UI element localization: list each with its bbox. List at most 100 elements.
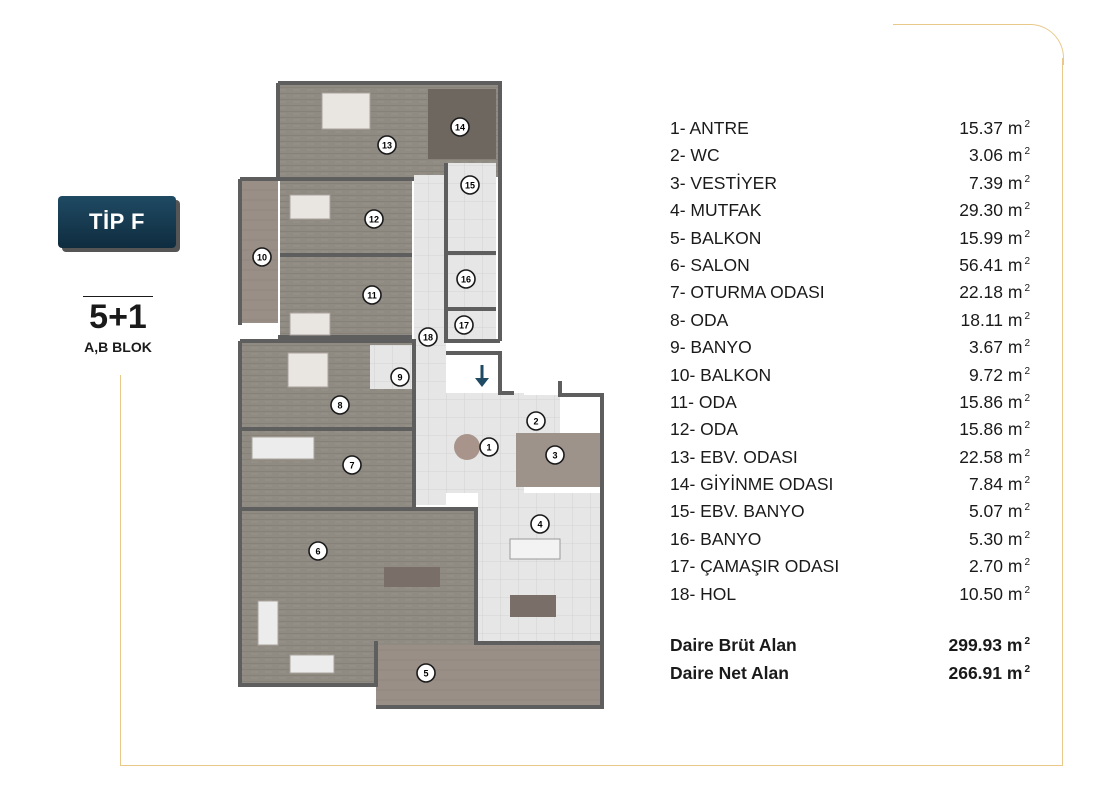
room-marker-number: 10 [257, 253, 267, 263]
room-marker: 16 [456, 269, 476, 289]
room-marker-number: 13 [382, 141, 392, 151]
room-marker-number: 1 [486, 443, 491, 453]
frame-corner-top-right [893, 24, 1064, 65]
gross-area-label: Daire Brüt Alan [670, 635, 797, 656]
room-marker-number: 4 [537, 520, 542, 530]
type-badge-label: TİP F [58, 196, 176, 248]
room-marker: 12 [364, 209, 384, 229]
room-label: 13- EBV. ODASI [670, 446, 798, 467]
entry-arrow-icon [475, 365, 489, 387]
room-marker: 5 [416, 663, 436, 683]
room-marker-number: 7 [349, 461, 354, 471]
room-marker-number: 2 [533, 417, 538, 427]
frame-line-left [120, 375, 121, 765]
room-label: 9- BANYO [670, 337, 752, 358]
room-label: 5- BALKON [670, 227, 762, 248]
room-marker: 18 [418, 327, 438, 347]
room-marker-number: 18 [423, 333, 433, 343]
room-marker: 9 [390, 367, 410, 387]
unit-type-blocks: A,B BLOK [84, 339, 152, 355]
room-label: 1- ANTRE [670, 118, 749, 138]
room-label: 8- ODA [670, 309, 729, 330]
room-marker-number: 15 [465, 181, 475, 191]
room-marker: 17 [454, 315, 474, 335]
room-label: 3- VESTİYER [670, 172, 777, 193]
unit-type: 5+1 A,B BLOK [78, 296, 158, 355]
unit-type-rooms: 5+1 [89, 298, 147, 336]
unit-type-rule [83, 296, 153, 297]
frame-line-right [1062, 58, 1063, 766]
room-label: 17- ÇAMAŞIR ODASI [670, 556, 840, 577]
room-label: 2- WC [670, 145, 720, 166]
room-marker-number: 9 [397, 373, 402, 383]
room-marker: 8 [330, 395, 350, 415]
room-marker: 6 [308, 541, 328, 561]
furniture [251, 92, 561, 674]
room-label: 11- ODA [670, 391, 737, 412]
room-label: 12- ODA [670, 419, 739, 440]
room-marker: 15 [460, 175, 480, 195]
frame-line-bottom [120, 765, 1063, 766]
room-marker: 4 [530, 514, 550, 534]
room-marker: 3 [545, 445, 565, 465]
room-marker: 13 [377, 135, 397, 155]
room-label: 14- GİYİNME ODASI [670, 474, 834, 495]
room-label: 18- HOL [670, 583, 737, 604]
type-badge: TİP F [58, 196, 180, 252]
room-label: 15- EBV. BANYO [670, 501, 805, 522]
room-marker: 2 [526, 411, 546, 431]
room-marker-number: 11 [367, 291, 377, 301]
room-marker-number: 16 [461, 275, 471, 285]
room-label: 16- BANYO [670, 528, 762, 549]
room-marker-number: 17 [459, 321, 469, 331]
room-marker-number: 8 [337, 401, 342, 411]
room-marker-number: 6 [315, 547, 320, 557]
room-marker: 11 [362, 285, 382, 305]
walls [238, 81, 604, 709]
room-label: 7- OTURMA ODASI [670, 282, 825, 303]
room-marker: 1 [479, 437, 499, 457]
room-marker-number: 5 [423, 669, 428, 679]
room-marker: 14 [450, 117, 470, 137]
room-5-floor [376, 645, 600, 707]
room-label: 4- MUTFAK [670, 200, 762, 221]
room-marker: 7 [342, 455, 362, 475]
